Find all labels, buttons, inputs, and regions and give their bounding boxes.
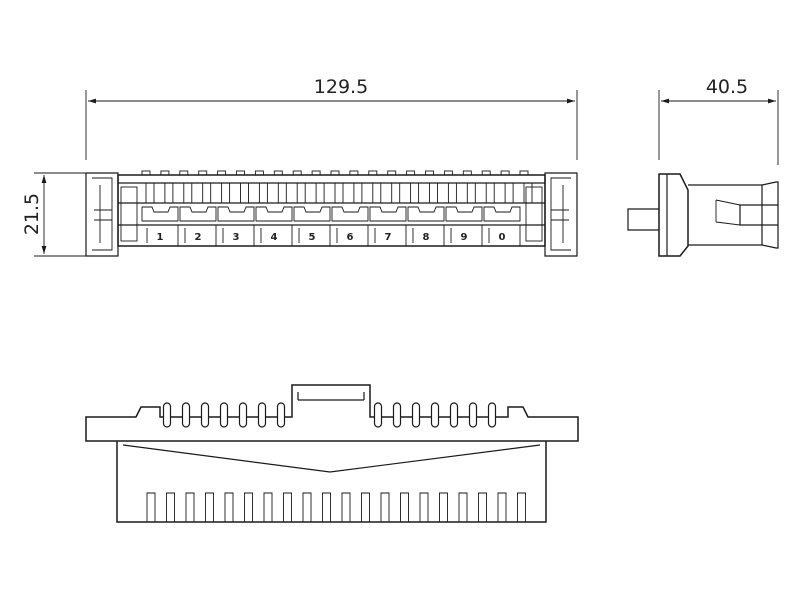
connector-cell xyxy=(179,206,217,222)
connector-cell xyxy=(255,206,293,222)
terminal-number: 7 xyxy=(385,232,392,243)
side-view xyxy=(627,173,779,257)
top-bump xyxy=(254,170,264,176)
pin xyxy=(276,402,286,428)
pin xyxy=(257,402,267,428)
terminal-number: 1 xyxy=(157,232,164,243)
terminal-number: 4 xyxy=(271,232,278,243)
comb-tooth xyxy=(361,492,370,522)
terminal-number: 9 xyxy=(461,232,468,243)
comb-tooth xyxy=(478,492,487,522)
pin xyxy=(468,402,478,428)
terminal-number: 5 xyxy=(309,232,316,243)
top-bump xyxy=(330,170,340,176)
comb-tooth xyxy=(458,492,468,522)
comb-tooth xyxy=(322,492,331,522)
top-bump xyxy=(198,170,208,176)
comb-tooth xyxy=(439,492,448,522)
pin xyxy=(411,402,421,428)
top-bump xyxy=(141,170,151,176)
connector-cell xyxy=(369,206,407,222)
comb-tooth xyxy=(185,492,195,522)
top-bump xyxy=(443,170,453,176)
top-bump xyxy=(406,170,416,176)
pin xyxy=(219,402,229,428)
pin xyxy=(487,402,497,428)
comb-tooth xyxy=(419,492,429,522)
connector-cell xyxy=(293,206,331,222)
comb-tooth xyxy=(166,492,175,522)
connector-cell xyxy=(217,206,255,222)
top-bump xyxy=(462,170,472,176)
pin xyxy=(238,402,248,428)
terminal-number: 6 xyxy=(347,232,354,243)
width-value: 40.5 xyxy=(706,76,748,98)
pin xyxy=(162,402,172,428)
comb-tooth xyxy=(263,492,273,522)
pin xyxy=(392,402,402,428)
top-bump xyxy=(179,170,189,176)
top-bump xyxy=(217,170,227,176)
top-bump xyxy=(160,170,170,176)
height-value: 21.5 xyxy=(21,193,43,235)
height-dimension: 21.5 xyxy=(21,172,100,257)
pin xyxy=(373,402,383,428)
top-bump xyxy=(481,170,491,176)
pin xyxy=(181,402,191,428)
pin xyxy=(430,402,440,428)
pin-row xyxy=(162,402,497,428)
comb-tooth xyxy=(224,492,234,522)
contact-row xyxy=(141,170,533,246)
terminal-number: 3 xyxy=(233,232,240,243)
comb-tooth xyxy=(302,492,312,522)
comb-tooth xyxy=(283,492,292,522)
terminal-number: 2 xyxy=(195,232,202,243)
top-bump xyxy=(273,170,283,176)
comb-tooth xyxy=(205,492,214,522)
top-bump xyxy=(349,170,359,176)
top-view xyxy=(85,384,579,523)
pin xyxy=(200,402,210,428)
terminal-number-row: 1 2 3 4 5 6 7 8 9 0 xyxy=(157,232,506,243)
top-bump xyxy=(292,170,302,176)
top-bump xyxy=(425,170,434,176)
comb-tooth xyxy=(497,492,507,522)
connector-cell xyxy=(331,206,369,222)
comb-tooth xyxy=(341,492,351,522)
length-value: 129.5 xyxy=(314,76,368,98)
front-view: 1 2 3 4 5 6 7 8 9 0 xyxy=(85,170,578,257)
comb-tooth xyxy=(380,492,390,522)
comb-teeth xyxy=(146,492,526,522)
top-bump xyxy=(368,170,378,176)
top-bump xyxy=(500,170,510,176)
length-dimension: 129.5 xyxy=(85,76,578,160)
top-bump xyxy=(387,170,397,176)
connector-cell xyxy=(483,206,521,222)
comb-tooth xyxy=(146,492,156,522)
terminal-number: 8 xyxy=(423,232,430,243)
connector-cell xyxy=(141,206,179,222)
pin xyxy=(449,402,459,428)
width-dimension: 40.5 xyxy=(658,76,779,165)
top-bump xyxy=(519,170,529,176)
top-bump xyxy=(236,170,245,176)
comb-tooth xyxy=(400,492,409,522)
top-bump xyxy=(311,170,321,176)
connector-cell xyxy=(445,206,483,222)
terminal-number: 0 xyxy=(499,232,506,243)
connector-cell xyxy=(407,206,445,222)
comb-tooth xyxy=(517,492,526,522)
comb-tooth xyxy=(244,492,253,522)
